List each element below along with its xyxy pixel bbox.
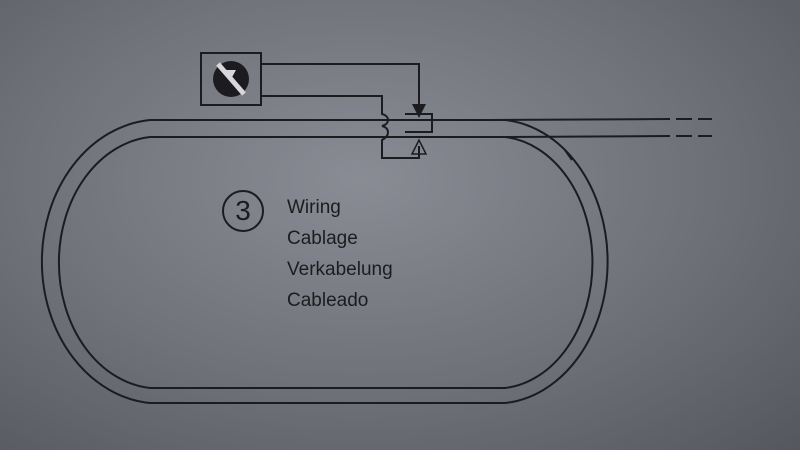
wire-bottom	[261, 95, 420, 159]
label-french: Cablage	[287, 228, 358, 249]
label-spanish: Cableado	[287, 290, 369, 311]
label-english: Wiring	[287, 197, 341, 218]
transformer-controller-icon	[213, 61, 249, 97]
extension-track-top	[489, 118, 671, 121]
label-german: Verkabelung	[287, 259, 393, 280]
feeder-arrow-hollow	[410, 138, 428, 155]
controller-box	[200, 52, 262, 106]
caption-block: Wiring Cablage Verkabelung Cableado	[287, 192, 393, 316]
wire-top	[261, 63, 420, 104]
extension-track-bottom	[504, 135, 671, 138]
feeder-arrow-solid	[412, 104, 426, 118]
track-inner-rail	[57, 136, 594, 389]
rail-joiner	[564, 149, 573, 161]
track-outer-rail	[40, 119, 609, 404]
step-number-badge: 3	[222, 190, 264, 232]
